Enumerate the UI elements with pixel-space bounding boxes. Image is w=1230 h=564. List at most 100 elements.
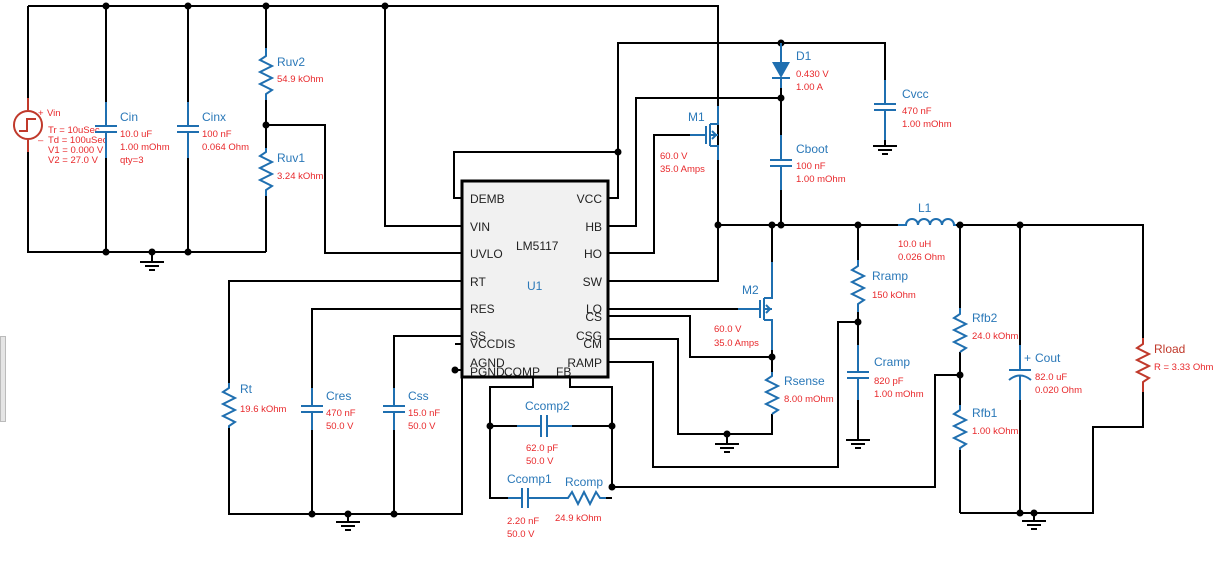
cboot-ref: Cboot — [796, 142, 829, 156]
rfb2-ref: Rfb2 — [972, 311, 998, 325]
m1-id: 35.0 Amps — [660, 164, 705, 175]
resistor-rcomp[interactable]: Rcomp 24.9 kOhm — [555, 475, 606, 524]
cout-esr: 0.020 Ohm — [1035, 385, 1082, 396]
vin-source[interactable]: + Vin – Tr = 10uSec Td = 100uSec V1 = 0.… — [13, 98, 108, 166]
m2-id: 35.0 Amps — [714, 338, 759, 349]
cin-qty: qty=3 — [120, 155, 144, 166]
pin-demb: DEMB — [470, 192, 505, 206]
ccomp2-value: 62.0 pF — [526, 443, 558, 454]
rload-ref: Rload — [1154, 342, 1185, 356]
pin-vcc: VCC — [577, 192, 603, 206]
vin-param: Tr = 10uSec — [48, 125, 100, 136]
ccomp2-ref: Ccomp2 — [525, 399, 570, 413]
ruv2-value: 54.9 kOhm — [277, 74, 324, 85]
rfb1-ref: Rfb1 — [972, 406, 998, 420]
ground-icon — [715, 434, 739, 453]
pin-fb: FB — [556, 365, 571, 379]
cinx-esr: 0.064 Ohm — [202, 142, 249, 153]
pin-lo: LO — [586, 302, 602, 316]
resistor-rt[interactable]: Rt 19.6 kOhm — [220, 382, 287, 428]
vin-param: V1 = 0.000 V — [48, 145, 104, 156]
vin-param: Td = 100uSec — [48, 135, 108, 146]
cramp-value: 820 pF — [874, 376, 904, 387]
pin-sw: SW — [583, 275, 603, 289]
capacitor-cramp[interactable]: Cramp 820 pF 1.00 mOhm — [847, 345, 924, 400]
cin-esr: 1.00 mOhm — [120, 142, 170, 153]
pin-uvlo: UVLO — [470, 247, 503, 261]
ground-icon — [846, 439, 870, 449]
capacitor-ccomp1[interactable]: Ccomp1 2.20 nF 50.0 V — [507, 472, 562, 540]
cres-voltage: 50.0 V — [326, 421, 354, 432]
rsense-value: 8.00 mOhm — [784, 394, 834, 405]
m2-ref: M2 — [742, 283, 759, 297]
cinx-value: 100 nF — [202, 129, 232, 140]
resistor-rfb2[interactable]: Rfb2 24.0 kOhm — [951, 308, 1019, 353]
wires — [27, 5, 1144, 515]
cvcc-value: 470 nF — [902, 106, 932, 117]
resistor-rfb1[interactable]: Rfb1 1.00 kOhm — [951, 405, 1019, 450]
pin-vin: VIN — [470, 220, 490, 234]
resistor-rload[interactable]: Rload R = 3.33 Ohm — [1134, 338, 1213, 392]
css-voltage: 50.0 V — [408, 421, 436, 432]
ccomp1-voltage: 50.0 V — [507, 529, 535, 540]
capacitor-ccomp2[interactable]: Ccomp2 62.0 pF 50.0 V — [517, 399, 572, 467]
capacitor-cres[interactable]: Cres 470 nF 50.0 V — [301, 388, 356, 432]
cvcc-esr: 1.00 mOhm — [902, 119, 952, 130]
d1-ref: D1 — [796, 49, 812, 63]
ic-u1-lm5117[interactable]: DEMB VIN UVLO RT RES SS VCCDIS AGND PGND… — [460, 179, 610, 379]
cboot-esr: 1.00 mOhm — [796, 174, 846, 185]
cres-ref: Cres — [326, 389, 351, 403]
mosfet-m2[interactable]: M2 60.0 V 35.0 Amps — [714, 262, 773, 350]
l1-dcr: 0.026 Ohm — [898, 252, 945, 263]
rt-ref: Rt — [240, 382, 253, 396]
d1-vf: 0.430 V — [796, 69, 829, 80]
rfb2-value: 24.0 kOhm — [972, 331, 1019, 342]
cin-value: 10.0 uF — [120, 129, 152, 140]
ground-icon — [140, 252, 164, 271]
d1-current: 1.00 A — [796, 82, 824, 93]
pin-pgnd: PGND — [470, 365, 505, 379]
pin-cm: CM — [583, 337, 602, 351]
diode-d1[interactable]: D1 0.430 V 1.00 A — [772, 43, 829, 93]
pin-cs: CS — [585, 310, 602, 324]
pin-rt: RT — [470, 275, 486, 289]
capacitor-cin[interactable]: Cin 10.0 uF 1.00 mOhm qty=3 — [95, 102, 170, 166]
rload-value: R = 3.33 Ohm — [1154, 362, 1213, 373]
css-ref: Css — [408, 389, 429, 403]
rcomp-value: 24.9 kOhm — [555, 513, 602, 524]
pin-ho: HO — [584, 247, 602, 261]
capacitor-cboot[interactable]: Cboot 100 nF 1.00 mOhm — [770, 135, 846, 190]
junctions — [102, 2, 1038, 518]
resistor-ruv1[interactable]: Ruv1 3.24 kOhm — [257, 148, 324, 196]
pin-hb: HB — [585, 220, 602, 234]
capacitor-cout[interactable]: + Cout 82.0 uF 0.020 Ohm — [1008, 345, 1082, 400]
rcomp-ref: Rcomp — [565, 475, 603, 489]
rramp-ref: Rramp — [872, 269, 908, 283]
pin-ss: SS — [470, 329, 486, 343]
ccomp2-voltage: 50.0 V — [526, 456, 554, 467]
rt-value: 19.6 kOhm — [240, 404, 287, 415]
inductor-l1[interactable]: L1 10.0 uH 0.026 Ohm — [898, 201, 956, 263]
cout-ref: Cout — [1035, 351, 1061, 365]
capacitor-css[interactable]: Css 15.0 nF 50.0 V — [383, 388, 440, 432]
mosfet-m1[interactable]: M1 60.0 V 35.0 Amps — [660, 106, 719, 175]
rsense-ref: Rsense — [784, 374, 825, 388]
ccomp1-value: 2.20 nF — [507, 516, 539, 527]
cinx-ref: Cinx — [202, 110, 226, 124]
cramp-ref: Cramp — [874, 355, 910, 369]
rramp-value: 150 kOhm — [872, 290, 916, 301]
ruv1-ref: Ruv1 — [277, 151, 305, 165]
resistor-rramp[interactable]: Rramp 150 kOhm — [849, 260, 916, 312]
resistor-rsense[interactable]: Rsense 8.00 mOhm — [763, 372, 834, 415]
capacitor-cinx[interactable]: Cinx 100 nF 0.064 Ohm — [177, 102, 249, 158]
m1-vds: 60.0 V — [660, 151, 688, 162]
resistor-ruv2[interactable]: Ruv2 54.9 kOhm — [257, 48, 324, 100]
ground-icon — [1022, 513, 1046, 530]
capacitor-cvcc[interactable]: Cvcc 470 nF 1.00 mOhm — [874, 80, 952, 140]
side-panel-handle[interactable] — [0, 336, 6, 422]
pin-csg: CSG — [576, 329, 602, 343]
cout-plus: + — [1024, 351, 1031, 365]
css-value: 15.0 nF — [408, 408, 440, 419]
m2-vds: 60.0 V — [714, 324, 742, 335]
